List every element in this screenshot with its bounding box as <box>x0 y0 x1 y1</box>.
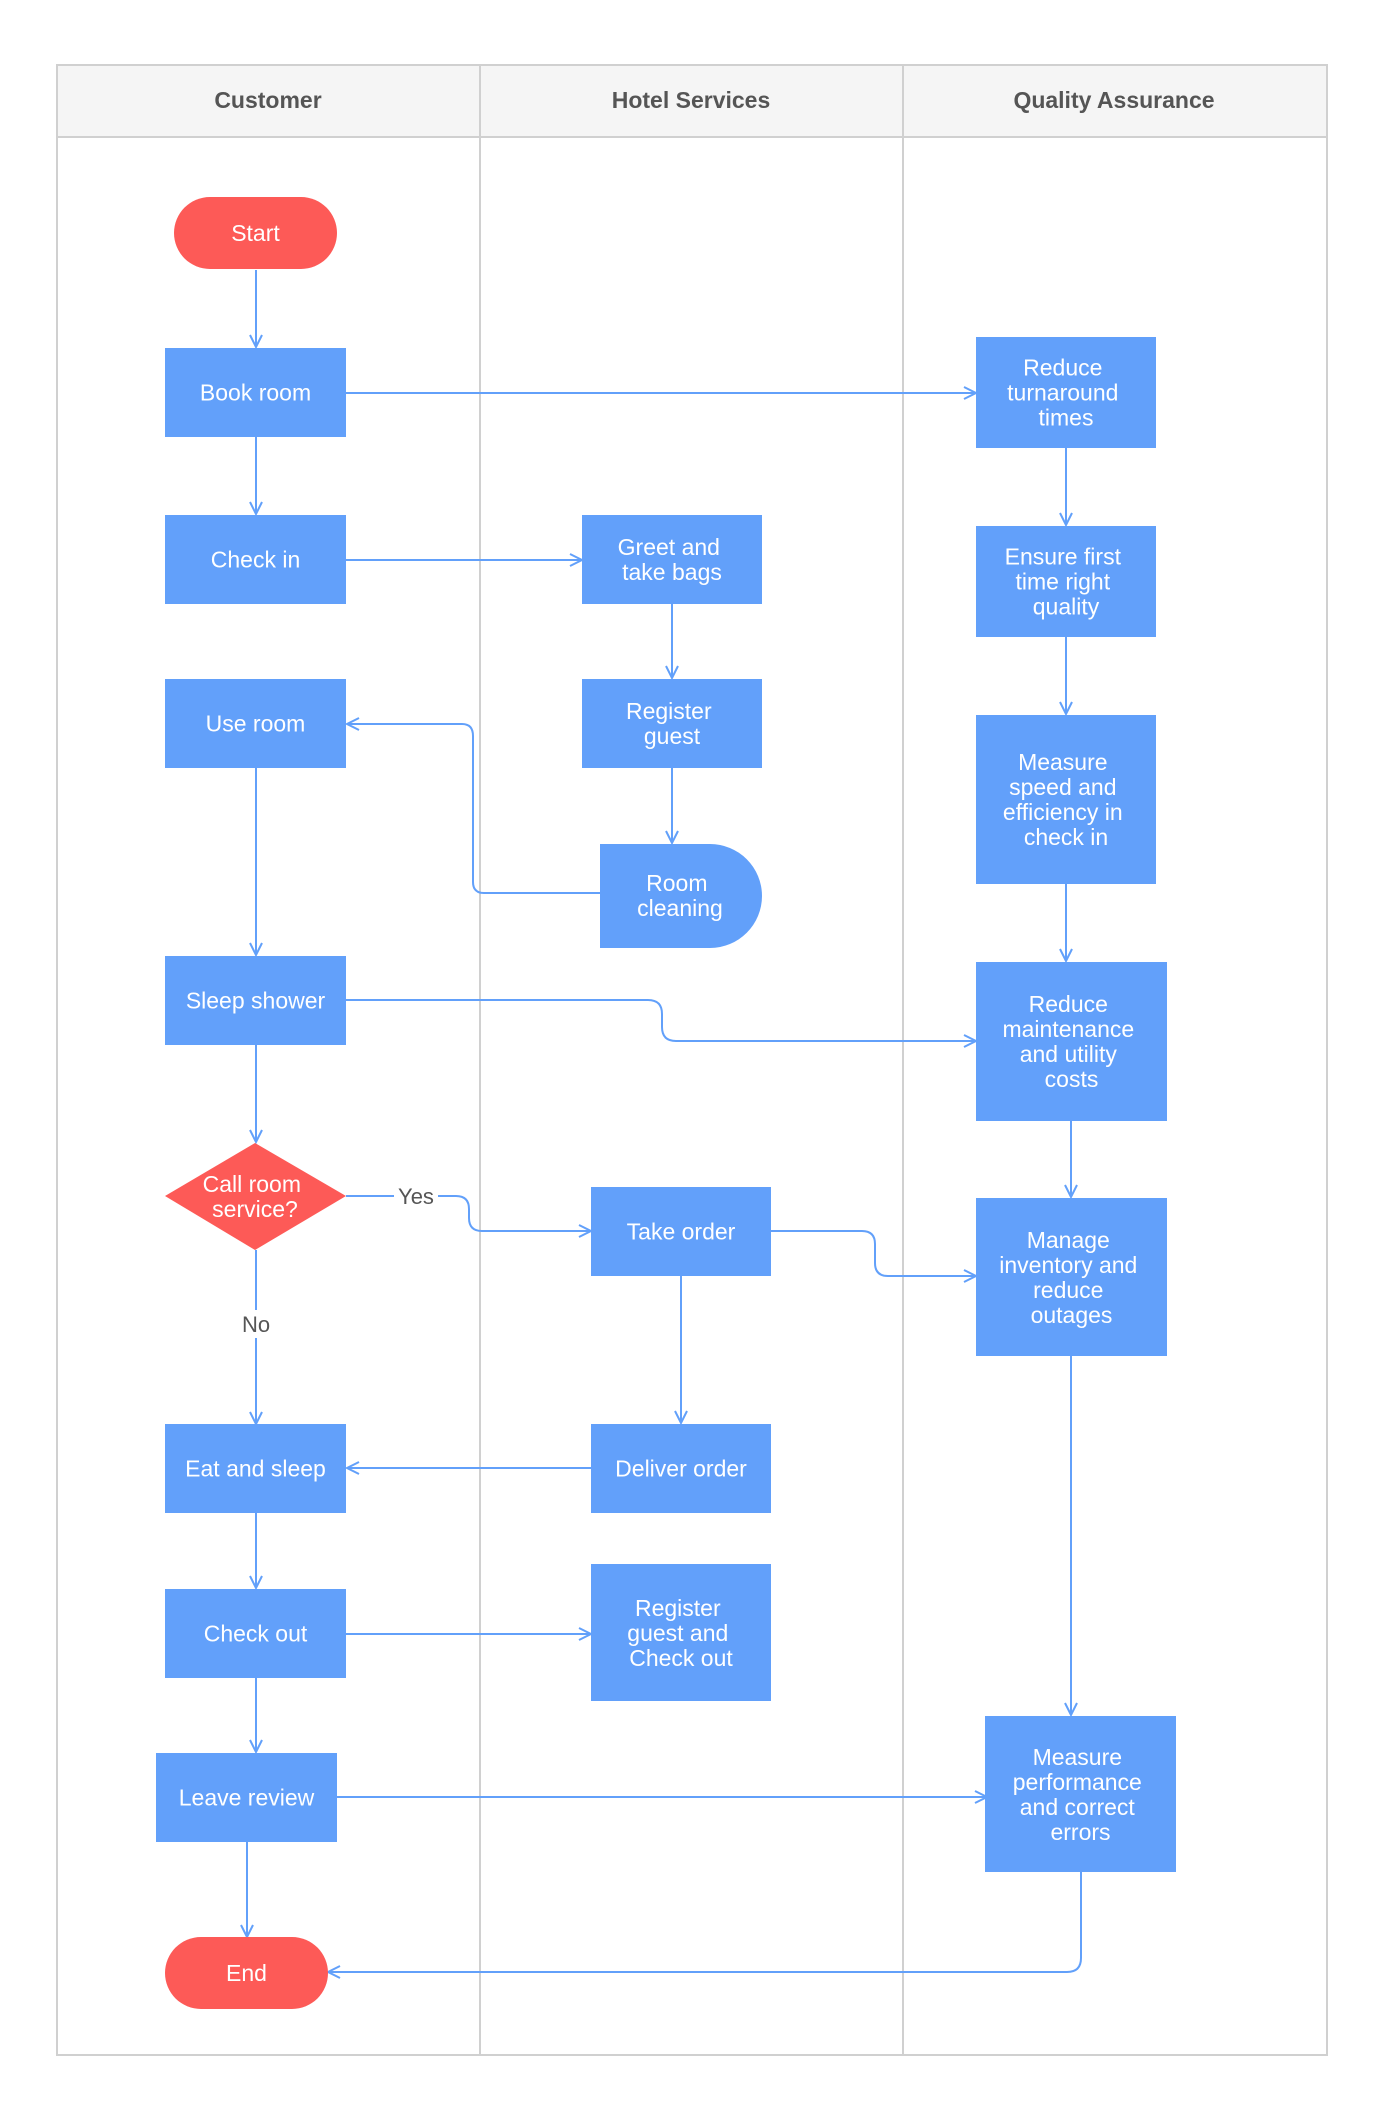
edge-label-yes-group: Yes <box>394 1182 438 1210</box>
lane-title-customer: Customer <box>214 87 321 113</box>
node-manage-inventory-label: Manage inventory and reduce outages <box>999 1227 1143 1328</box>
node-room-cleaning-label: Room cleaning <box>637 870 723 921</box>
node-ensure-quality-label: Ensure first time right quality <box>1005 544 1128 620</box>
node-use-room-label: Use room <box>206 711 306 737</box>
node-eat-and-sleep[interactable]: Eat and sleep <box>165 1424 346 1513</box>
node-deliver-order-label: Deliver order <box>615 1456 747 1482</box>
node-sleep-shower[interactable]: Sleep shower <box>165 956 346 1045</box>
node-reduce-turnaround-label: Reduce turnaround times <box>1007 355 1125 431</box>
node-call-room-service[interactable]: Call room service? <box>165 1143 346 1250</box>
node-reduce-maintenance[interactable]: Reduce maintenance and utility costs <box>976 962 1167 1121</box>
node-call-room-service-label: Call room service? <box>203 1171 308 1222</box>
node-leave-review-label: Leave review <box>179 1785 315 1811</box>
node-room-cleaning[interactable]: Room cleaning <box>600 844 762 948</box>
node-end-label: End <box>226 1960 267 1986</box>
connectors <box>247 270 1082 1972</box>
node-greet-take-bags-label: Greet and take bags <box>618 534 727 585</box>
node-measure-performance-label: Measure performance and correct errors <box>1013 1744 1149 1845</box>
lane-title-hotel-services: Hotel Services <box>612 87 771 113</box>
node-take-order[interactable]: Take order <box>591 1187 771 1276</box>
node-end[interactable]: End <box>165 1937 328 2009</box>
node-ensure-quality[interactable]: Ensure first time right quality <box>976 526 1156 637</box>
node-leave-review[interactable]: Leave review <box>156 1753 337 1842</box>
node-check-out[interactable]: Check out <box>165 1589 346 1678</box>
node-start-label: Start <box>231 220 280 246</box>
node-check-out-label: Check out <box>204 1621 308 1647</box>
node-check-in-label: Check in <box>211 547 300 573</box>
node-start[interactable]: Start <box>174 197 337 269</box>
edge-label-yes: Yes <box>398 1184 434 1209</box>
edge-room-cleaning-use-room <box>347 724 600 894</box>
node-register-checkout-label: Register guest and Check out <box>627 1595 734 1671</box>
node-check-in[interactable]: Check in <box>165 515 346 604</box>
node-register-guest[interactable]: Register guest <box>582 679 762 768</box>
node-measure-speed[interactable]: Measure speed and efficiency in check in <box>976 715 1156 884</box>
node-book-room[interactable]: Book room <box>165 348 346 437</box>
node-book-room-label: Book room <box>200 380 311 406</box>
node-register-checkout[interactable]: Register guest and Check out <box>591 1564 771 1701</box>
node-greet-take-bags[interactable]: Greet and take bags <box>582 515 762 604</box>
lane-title-quality-assurance: Quality Assurance <box>1013 87 1214 113</box>
edge-measure-performance-end <box>328 1872 1082 1972</box>
edge-call-room-service-take-order <box>346 1195 591 1231</box>
node-eat-and-sleep-label: Eat and sleep <box>185 1456 326 1482</box>
edge-label-no: No <box>242 1312 270 1337</box>
edge-take-order-manage-inventory <box>771 1230 976 1276</box>
node-deliver-order[interactable]: Deliver order <box>591 1424 771 1513</box>
edge-sleep-shower-reduce-maintenance <box>346 999 976 1041</box>
node-register-guest-label: Register guest <box>626 698 718 749</box>
node-sleep-shower-label: Sleep shower <box>186 988 326 1014</box>
node-measure-speed-label: Measure speed and efficiency in check in <box>1003 749 1129 850</box>
node-take-order-label: Take order <box>627 1219 736 1245</box>
node-reduce-turnaround[interactable]: Reduce turnaround times <box>976 337 1156 448</box>
node-manage-inventory[interactable]: Manage inventory and reduce outages <box>976 1198 1167 1356</box>
edge-label-no-group: No <box>234 1310 278 1338</box>
node-measure-performance[interactable]: Measure performance and correct errors <box>985 1716 1176 1872</box>
node-reduce-maintenance-label: Reduce maintenance and utility costs <box>1002 991 1140 1092</box>
node-use-room[interactable]: Use room <box>165 679 346 768</box>
